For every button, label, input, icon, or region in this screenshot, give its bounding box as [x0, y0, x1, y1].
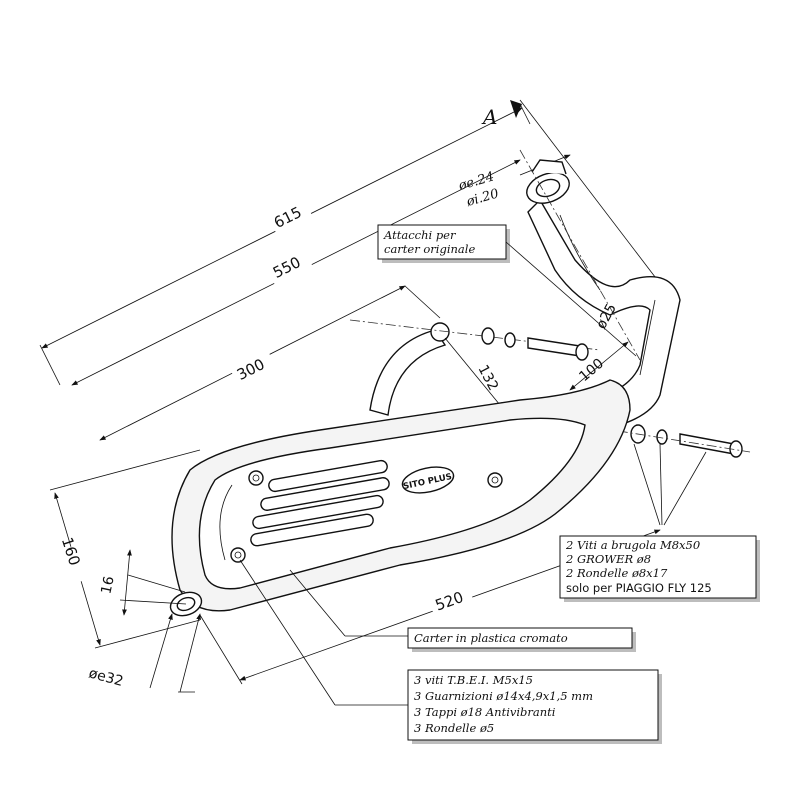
- outlet-pipe: [169, 591, 203, 617]
- bolt-note-line-1: 2 Viti a brugola M8x50: [565, 538, 700, 552]
- outlet-diameter-label: øe32: [87, 665, 125, 690]
- screw-leader: [239, 559, 336, 706]
- cover-note: Carter in plastica cromato: [414, 631, 568, 645]
- dimension-outlet-diameter: øe32: [87, 613, 201, 693]
- bracket-spacing-label: 132: [474, 362, 501, 393]
- view-label: A: [481, 105, 497, 129]
- screw-note-line-1: 3 viti T.B.E.I. M5x15: [414, 673, 533, 687]
- cover-note-box: Carter in plastica cromato: [407, 627, 636, 652]
- dimension-16: 16: [98, 549, 187, 616]
- screw-note-line-2: 3 Guarnizioni ø14x4,9x1,5 mm: [414, 689, 593, 703]
- bolt-set-upper: [481, 327, 589, 361]
- bracket-note-line-1: Attacchi per: [383, 228, 457, 242]
- cover-leader: [289, 569, 346, 637]
- dimension-520-label: 520: [433, 588, 466, 615]
- brand-logo: SITO PLUS: [401, 466, 455, 494]
- bracket-note-box: Attacchi per carter originale: [377, 224, 637, 357]
- screw-note-line-4: 3 Rondelle ø5: [414, 721, 494, 735]
- screw-note-line-3: 3 Tappi ø18 Antivibranti: [414, 705, 556, 719]
- bolt-note-box: 2 Viti a brugola M8x50 2 GROWER ø8 2 Ron…: [559, 535, 760, 602]
- bolt-note-line-4: solo per PIAGGIO FLY 125: [566, 581, 712, 595]
- dimension-550: 550: [71, 99, 666, 386]
- bolt-note-line-3: 2 Rondelle ø8x17: [565, 566, 668, 580]
- bolt-set-lower: [599, 424, 751, 526]
- header-pipe: [519, 149, 681, 431]
- bracket-note-line-2: carter originale: [384, 242, 475, 256]
- view-arrow-a: A: [481, 100, 522, 129]
- dimension-16-label: 16: [98, 575, 117, 596]
- screw-note-box: 3 viti T.B.E.I. M5x15 3 Guarnizioni ø14x…: [407, 669, 662, 744]
- bolt-note-line-2: 2 GROWER ø8: [565, 552, 651, 566]
